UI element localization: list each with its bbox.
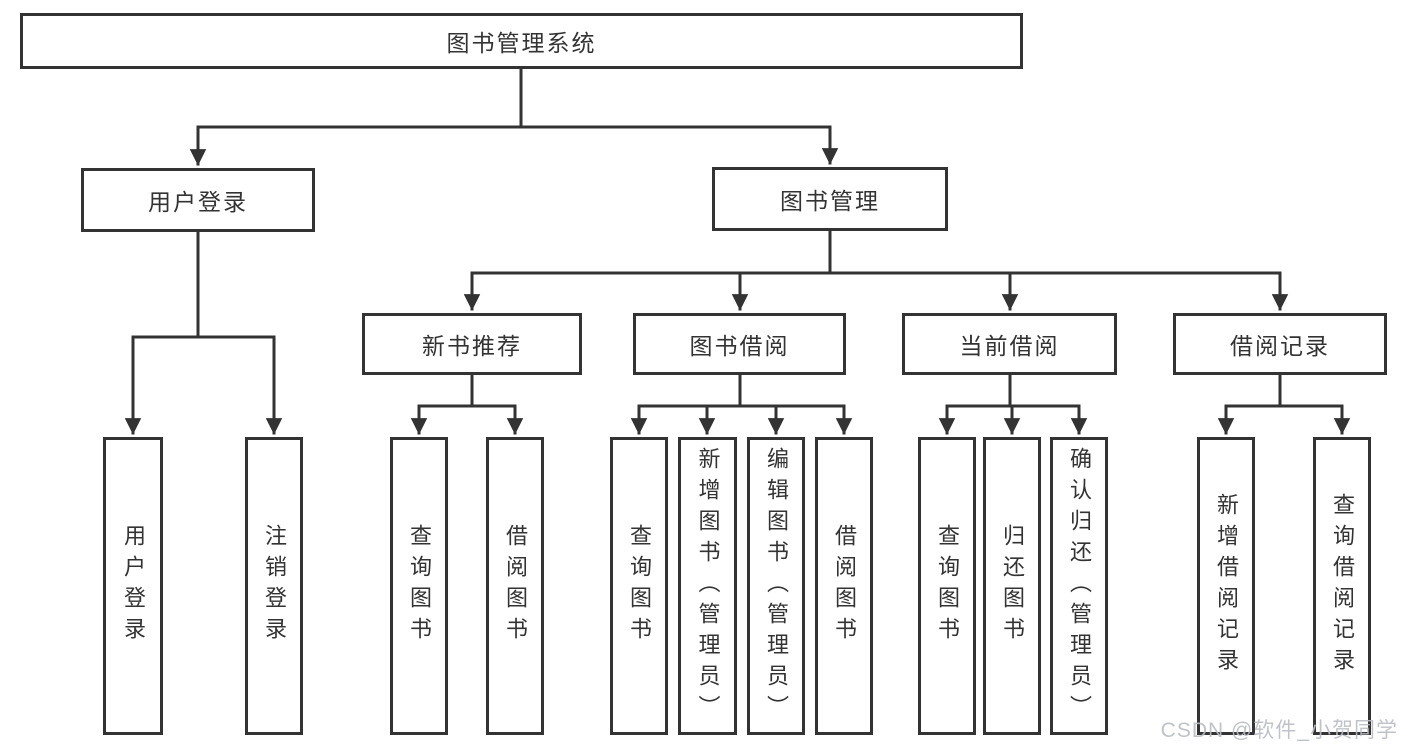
node-label: 图书借阅 bbox=[689, 333, 790, 359]
node-label: 当前借阅 bbox=[959, 333, 1060, 359]
leaf-logout: 注销登录 bbox=[245, 437, 303, 735]
leaf-edit-books-admin: 编辑图书（管理员） bbox=[747, 437, 805, 735]
node-label: 查询图书 bbox=[627, 524, 652, 648]
node-label: 新增借阅记录 bbox=[1214, 493, 1239, 679]
node-label: 图书管理系统 bbox=[446, 30, 597, 56]
node-user-login: 用户登录 bbox=[81, 168, 315, 232]
node-borrowing-records: 借阅记录 bbox=[1173, 313, 1387, 375]
node-label: 图书管理 bbox=[780, 188, 880, 214]
leaf-borrow-books-borrowing: 借阅图书 bbox=[815, 437, 873, 735]
node-label: 新书推荐 bbox=[422, 333, 522, 359]
leaf-user-login: 用户登录 bbox=[103, 437, 163, 735]
leaf-query-borrow-record: 查询借阅记录 bbox=[1313, 437, 1371, 735]
node-book-management: 图书管理 bbox=[712, 167, 948, 231]
leaf-return-books: 归还图书 bbox=[983, 437, 1041, 735]
node-label: 查询借阅记录 bbox=[1330, 493, 1355, 679]
node-label: 查询图书 bbox=[407, 524, 432, 648]
node-label: 查询图书 bbox=[935, 524, 960, 648]
leaf-query-books-current: 查询图书 bbox=[918, 437, 976, 735]
node-label: 用户登录 bbox=[148, 189, 248, 215]
node-label: 借阅记录 bbox=[1230, 333, 1330, 359]
node-label: 用户登录 bbox=[121, 524, 146, 648]
node-label: 归还图书 bbox=[1000, 524, 1025, 648]
leaf-confirm-return-admin: 确认归还（管理员） bbox=[1050, 437, 1108, 735]
node-label: 注销登录 bbox=[262, 524, 287, 648]
leaf-query-books-borrowing: 查询图书 bbox=[610, 437, 668, 735]
node-label: 借阅图书 bbox=[832, 524, 857, 648]
node-label: 编辑图书（管理员） bbox=[764, 446, 789, 726]
node-label: 新增图书（管理员） bbox=[695, 446, 721, 726]
leaf-borrow-books-recommend: 借阅图书 bbox=[486, 437, 544, 735]
leaf-query-books-recommend: 查询图书 bbox=[390, 437, 448, 735]
node-current-borrowing: 当前借阅 bbox=[902, 313, 1117, 375]
leaf-add-books-admin: 新增图书（管理员） bbox=[678, 437, 737, 735]
leaf-add-borrow-record: 新增借阅记录 bbox=[1197, 437, 1255, 735]
node-label: 确认归还（管理员） bbox=[1067, 446, 1092, 726]
node-library-management-system: 图书管理系统 bbox=[20, 13, 1023, 69]
csdn-watermark: CSDN @软件_小贺同学 bbox=[1160, 719, 1398, 742]
node-new-book-recommendation: 新书推荐 bbox=[362, 313, 582, 375]
node-label: 借阅图书 bbox=[503, 524, 528, 648]
node-book-borrowing: 图书借阅 bbox=[633, 313, 846, 375]
